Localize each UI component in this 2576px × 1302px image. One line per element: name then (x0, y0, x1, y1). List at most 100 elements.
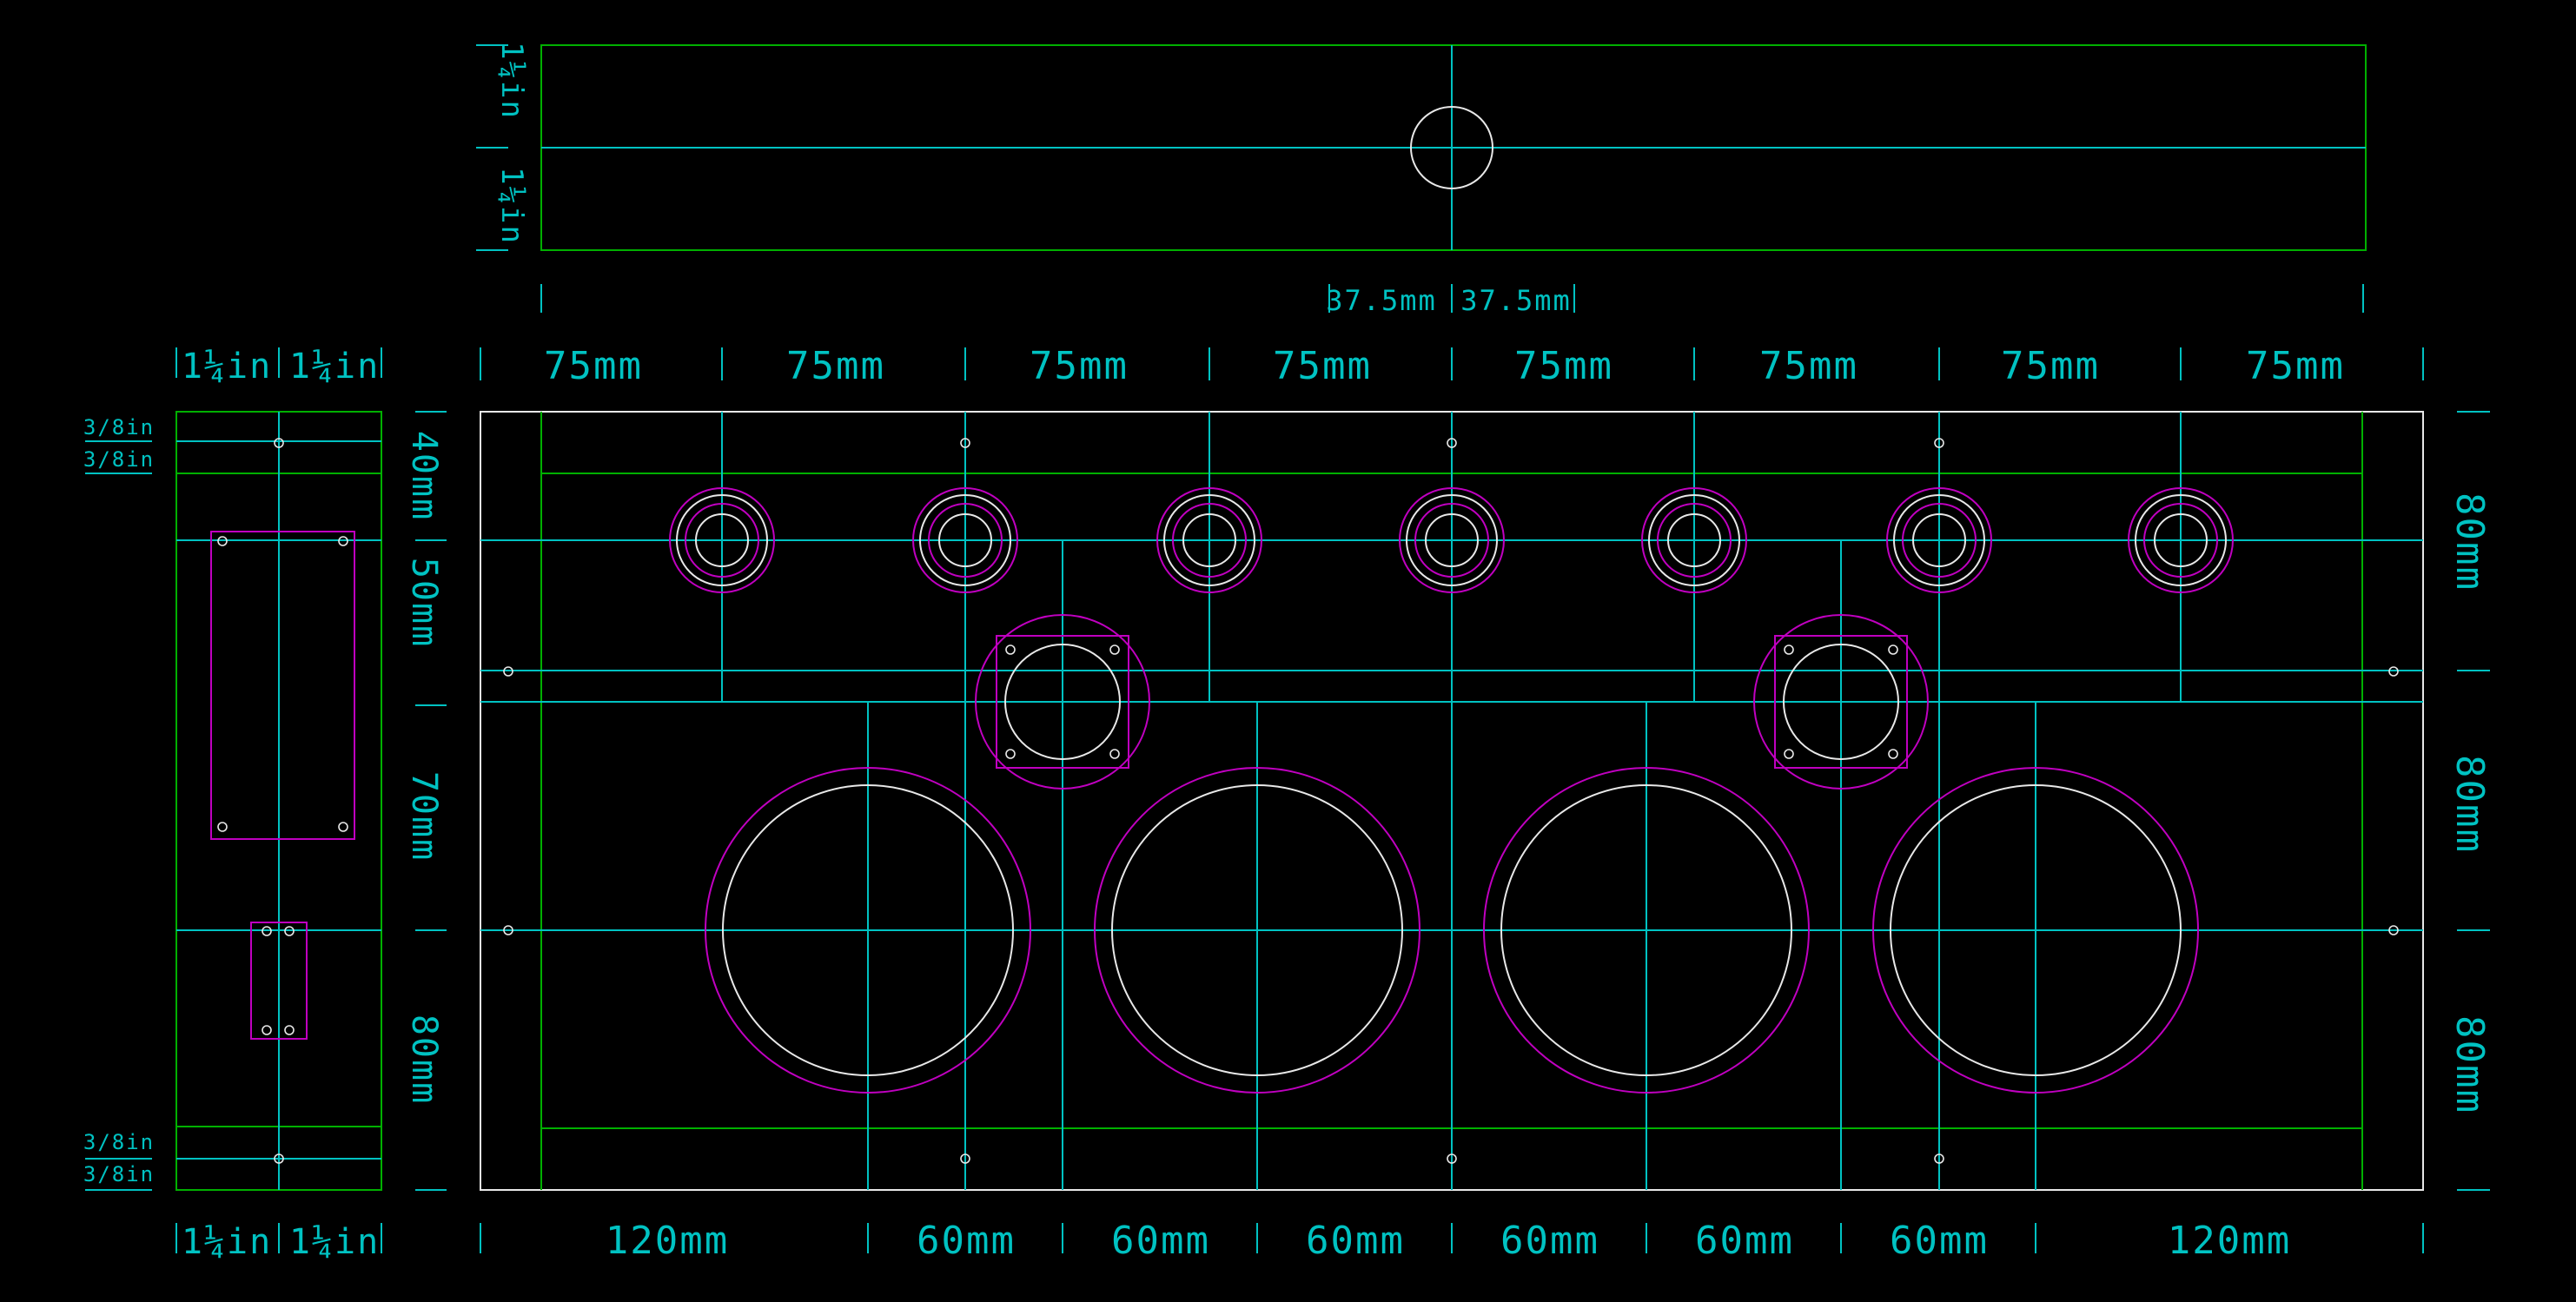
knob-outer-ring (1886, 487, 1992, 593)
mounting-hole (1934, 1153, 1944, 1164)
jack-clearance (975, 614, 1150, 790)
side-view-top-width-dim-1: 1¼in (182, 347, 272, 387)
speaker-cutout (1500, 784, 1792, 1076)
mounting-hole (1447, 1153, 1457, 1164)
rail-label-top-2: 3/8in (83, 447, 155, 472)
mounting-hole (503, 925, 513, 935)
mounting-hole (217, 536, 228, 546)
jack-flange (1774, 635, 1908, 769)
mounting-hole (503, 666, 513, 677)
top-view-hole (1410, 106, 1493, 189)
top-view-height-dim-2: 1¼in (494, 167, 529, 245)
front-right-dim-1: 80mm (2447, 492, 2492, 592)
knob-ring (676, 494, 768, 586)
top-view-height-dim-1: 1¼in (494, 42, 529, 120)
mounting-hole (262, 926, 272, 936)
side-view-height-dim-1: 40mm (404, 431, 444, 521)
mounting-hole (1888, 644, 1898, 655)
knob-inner-ring (1182, 513, 1236, 567)
mounting-hole (274, 1153, 284, 1164)
rail-label-top-1: 3/8in (83, 415, 155, 440)
jack-hole (1004, 644, 1121, 760)
rail-label-bottom-2: 3/8in (83, 1162, 155, 1186)
front-top-dim-3: 75mm (1030, 344, 1129, 388)
front-top-dim-7: 75mm (2001, 344, 2100, 388)
mounting-hole (262, 1025, 272, 1035)
knob-ring (1648, 494, 1740, 586)
knob-ring (1406, 494, 1498, 586)
knob-outer-ring (1399, 487, 1505, 593)
mounting-hole (274, 438, 284, 448)
mounting-hole (1934, 438, 1944, 448)
knob-ring (1163, 494, 1255, 586)
mounting-hole (217, 822, 228, 832)
knob-inner-ring (938, 513, 992, 567)
knob-ring (685, 503, 759, 578)
front-top-dim-5: 75mm (1514, 344, 1613, 388)
knob-ring (1902, 503, 1977, 578)
mounting-hole (1109, 644, 1120, 655)
knob-ring (1657, 503, 1732, 578)
knob-ring (1172, 503, 1247, 578)
speaker-clearance (1872, 767, 2199, 1094)
side-view-height-dim-3: 70mm (404, 771, 444, 862)
speaker-cutout (1111, 784, 1403, 1076)
side-cutout-large (210, 531, 355, 840)
knob-ring (2135, 494, 2227, 586)
front-bottom-dim-5: 60mm (1500, 1219, 1599, 1263)
speaker-clearance (1483, 767, 1810, 1094)
speaker-clearance (705, 767, 1031, 1094)
knob-inner-ring (1912, 513, 1966, 567)
mounting-hole (2388, 925, 2399, 935)
jack-hole (1783, 644, 1899, 760)
speaker-clearance (1094, 767, 1420, 1094)
mounting-hole (284, 1025, 295, 1035)
side-view-bottom-width-dim-1: 1¼in (182, 1222, 272, 1262)
knob-inner-ring (1425, 513, 1479, 567)
side-cutout-small (250, 922, 308, 1040)
mounting-hole (2388, 666, 2399, 677)
mounting-hole (1109, 749, 1120, 759)
side-view-top-width-dim-2: 1¼in (289, 347, 380, 387)
front-bottom-dim-8: 120mm (2168, 1219, 2291, 1263)
front-top-dim-4: 75mm (1273, 344, 1372, 388)
top-view-width-dim-1: 37.5mm (1326, 284, 1437, 317)
front-right-dim-3: 80mm (2447, 1015, 2492, 1114)
mounting-hole (1005, 644, 1016, 655)
knob-ring (928, 503, 1003, 578)
knob-inner-ring (1667, 513, 1721, 567)
jack-flange (996, 635, 1129, 769)
mounting-hole (1447, 438, 1457, 448)
mounting-hole (284, 926, 295, 936)
speaker-cutout (722, 784, 1014, 1076)
front-top-dim-2: 75mm (786, 344, 885, 388)
side-view-bottom-width-dim-2: 1¼in (289, 1222, 380, 1262)
rail-label-bottom-1: 3/8in (83, 1130, 155, 1154)
knob-outer-ring (2128, 487, 2234, 593)
front-top-dim-8: 75mm (2246, 344, 2345, 388)
jack-clearance (1753, 614, 1929, 790)
knob-ring (919, 494, 1011, 586)
top-view-width-dim-2: 37.5mm (1460, 284, 1572, 317)
front-bottom-dim-4: 60mm (1306, 1219, 1405, 1263)
front-bottom-dim-7: 60mm (1890, 1219, 1989, 1263)
mounting-hole (960, 438, 970, 448)
knob-outer-ring (1156, 487, 1262, 593)
front-top-dim-1: 75mm (544, 344, 643, 388)
front-right-dim-2: 80mm (2447, 755, 2492, 854)
knob-outer-ring (669, 487, 775, 593)
drawing-geometry (85, 44, 2490, 1253)
mounting-hole (1784, 644, 1794, 655)
mounting-hole (960, 1153, 970, 1164)
knob-inner-ring (2154, 513, 2208, 567)
front-bottom-dim-3: 60mm (1111, 1219, 1210, 1263)
knob-outer-ring (912, 487, 1018, 593)
mounting-hole (1005, 749, 1016, 759)
side-view-height-dim-4: 80mm (404, 1015, 444, 1105)
front-bottom-dim-6: 60mm (1695, 1219, 1794, 1263)
front-top-dim-6: 75mm (1759, 344, 1858, 388)
front-bottom-dim-2: 60mm (917, 1219, 1016, 1263)
knob-ring (1893, 494, 1985, 586)
front-bottom-dim-1: 120mm (606, 1219, 729, 1263)
